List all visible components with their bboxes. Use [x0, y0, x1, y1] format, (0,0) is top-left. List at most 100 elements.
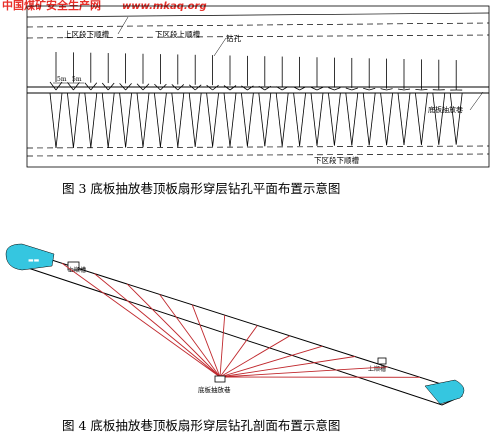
fan-hole-upper: [421, 89, 427, 90]
leader-borehole: [214, 38, 226, 56]
upper-section-lower-roadway-line: [27, 23, 489, 27]
fan-hole-lower: [334, 93, 340, 146]
fan-hole-lower: [172, 93, 178, 147]
fan-hole-lower: [143, 93, 149, 147]
fan-hole-lower: [363, 93, 369, 145]
fan-hole-lower: [421, 93, 427, 145]
fan-hole-upper: [346, 88, 352, 90]
fan-hole-lower: [450, 93, 456, 145]
fan-hole-upper: [352, 88, 358, 90]
fan-hole-lower: [73, 93, 79, 148]
fan-hole-upper: [334, 88, 340, 90]
fan-hole-lower: [108, 93, 114, 148]
fan-hole-lower: [387, 93, 393, 145]
fan-hole-upper: [398, 89, 404, 90]
fan-hole-lower: [311, 93, 317, 146]
fan-hole-lower: [300, 93, 306, 146]
fan-hole-lower: [247, 93, 253, 146]
fan-hole-lower: [102, 93, 108, 148]
fan-hole-upper: [230, 86, 236, 91]
fan-hole-lower: [189, 93, 195, 147]
fan-hole-upper: [67, 82, 73, 90]
upper-line-1: [27, 13, 489, 17]
fan-hole-upper: [207, 85, 213, 90]
fan-hole-upper: [317, 87, 323, 90]
fan-hole-upper: [311, 87, 317, 90]
figure4-section-view: ▬▬ 上顺槽 上顺槽 底板抽放巷: [6, 244, 464, 405]
fan-hole-lower: [415, 93, 421, 145]
leader-drainage: [470, 92, 483, 110]
leader-upper: [118, 17, 128, 34]
fan-hole-upper: [369, 88, 375, 90]
lower-line-1: [27, 146, 489, 148]
lower-roadway-box: [378, 358, 386, 364]
fan-hole-upper: [381, 89, 387, 90]
fan-hole-lower: [352, 93, 358, 145]
figure3-caption: 图 3 底板抽放巷顶板扇形穿层钻孔平面布置示意图: [62, 181, 340, 196]
fan-hole-lower: [439, 93, 445, 145]
fan-hole-lower: [265, 93, 271, 146]
fan-hole-lower: [50, 93, 56, 148]
floor-drainage-roadway-box: [215, 376, 225, 382]
fan-hole-lower: [126, 93, 132, 147]
fan-hole-lower: [381, 93, 387, 145]
fan-hole-upper: [91, 83, 97, 90]
fan-hole-lower: [178, 93, 184, 147]
label-floor-drainage-roadway: 底板抽放巷: [428, 105, 463, 114]
label-lower-roadway: 上顺槽: [368, 365, 386, 373]
fan-hole-upper: [404, 89, 410, 90]
fan-hole-lower: [259, 93, 265, 146]
goaf-left-mark: ▬▬: [28, 257, 40, 264]
fan-hole-upper: [213, 85, 219, 90]
fan-hole-upper: [247, 86, 253, 90]
figure4-caption: 图 4 底板抽放巷顶板扇形穿层钻孔剖面布置示意图: [62, 418, 340, 433]
label-lower-section-lower-roadway: 下区段下顺槽: [314, 155, 359, 165]
fan-hole-lower: [456, 93, 462, 145]
fan-hole-lower: [346, 93, 352, 145]
radial-hole: [127, 284, 220, 377]
fan-hole-upper: [224, 86, 230, 91]
fan-hole-lower: [404, 93, 410, 145]
fan-hole-lower: [294, 93, 300, 146]
fan-hole-lower: [213, 93, 219, 147]
fan-hole-lower: [398, 93, 404, 145]
fan-hole-lower: [195, 93, 201, 147]
fan-hole-lower: [160, 93, 166, 147]
fan-hole-lower: [56, 93, 62, 148]
fan-hole-lower: [230, 93, 236, 147]
fan-hole-lower: [224, 93, 230, 147]
label-lower-section-upper-roadway: 下区段上顺槽: [155, 29, 200, 39]
fan-hole-upper: [241, 86, 247, 90]
fan-hole-lower: [207, 93, 213, 147]
fan-hole-lower: [154, 93, 160, 147]
fan-hole-lower: [369, 93, 375, 145]
fan-hole-upper: [73, 82, 79, 90]
watermark-site-url: www.mkaq.org: [122, 1, 207, 12]
fan-hole-upper: [363, 88, 369, 90]
radial-hole: [220, 346, 322, 377]
fan-hole-upper: [85, 83, 91, 90]
fan-hole-lower: [120, 93, 126, 147]
label-upper-section-lower-roadway: 上区段下顺槽: [64, 29, 109, 39]
label-fig4-floor-drainage-roadway: 底板抽放巷: [198, 385, 231, 394]
fan-hole-lower: [85, 93, 91, 148]
label-spacing-b: 5m: [72, 76, 82, 83]
label-borehole: 钻孔: [226, 33, 241, 43]
lower-section-lower-roadway-line: [27, 154, 489, 156]
label-spacing-a: 5m: [57, 76, 67, 83]
fan-hole-lower: [241, 93, 247, 146]
fan-hole-lower: [276, 93, 282, 146]
fan-hole-upper: [387, 89, 393, 90]
fan-hole-lower: [282, 93, 288, 146]
fan-hole-lower: [433, 93, 439, 145]
fan-hole-upper: [415, 89, 421, 90]
fan-hole-lower: [91, 93, 97, 148]
fan-hole-lower: [67, 93, 73, 148]
figure3-plan-view: 上区段下顺槽 下区段上顺槽 钻孔 5m 5m 底板抽放巷 下区段下顺槽: [27, 6, 489, 167]
fan-hole-lower: [137, 93, 143, 147]
fan-hole-lower: [328, 93, 334, 146]
borehole-fans: [50, 52, 462, 148]
fan-hole-lower: [317, 93, 323, 146]
